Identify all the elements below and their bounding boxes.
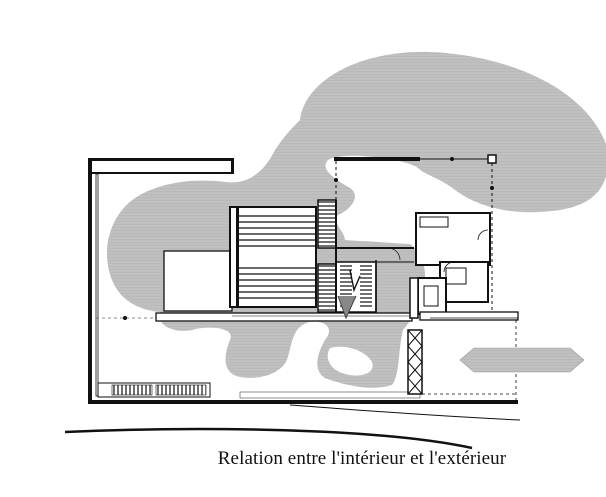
roof-beam [334,154,497,315]
circulation-arrow [459,347,585,373]
road-lines [64,404,521,450]
stair-lower [317,263,337,313]
interior-walls [335,200,414,312]
diagram-caption: Relation entre l'intérieur et l'extérieu… [217,448,507,469]
site-boundary-wall [88,158,518,404]
central-stair [335,261,377,320]
stair-upper [317,199,337,249]
service-rooms [409,212,519,321]
terrace-edge [239,391,421,399]
parking-strip [97,382,211,398]
outdoor-zone-blob [106,51,606,388]
garage-truss [407,329,423,395]
living-block [229,206,317,308]
